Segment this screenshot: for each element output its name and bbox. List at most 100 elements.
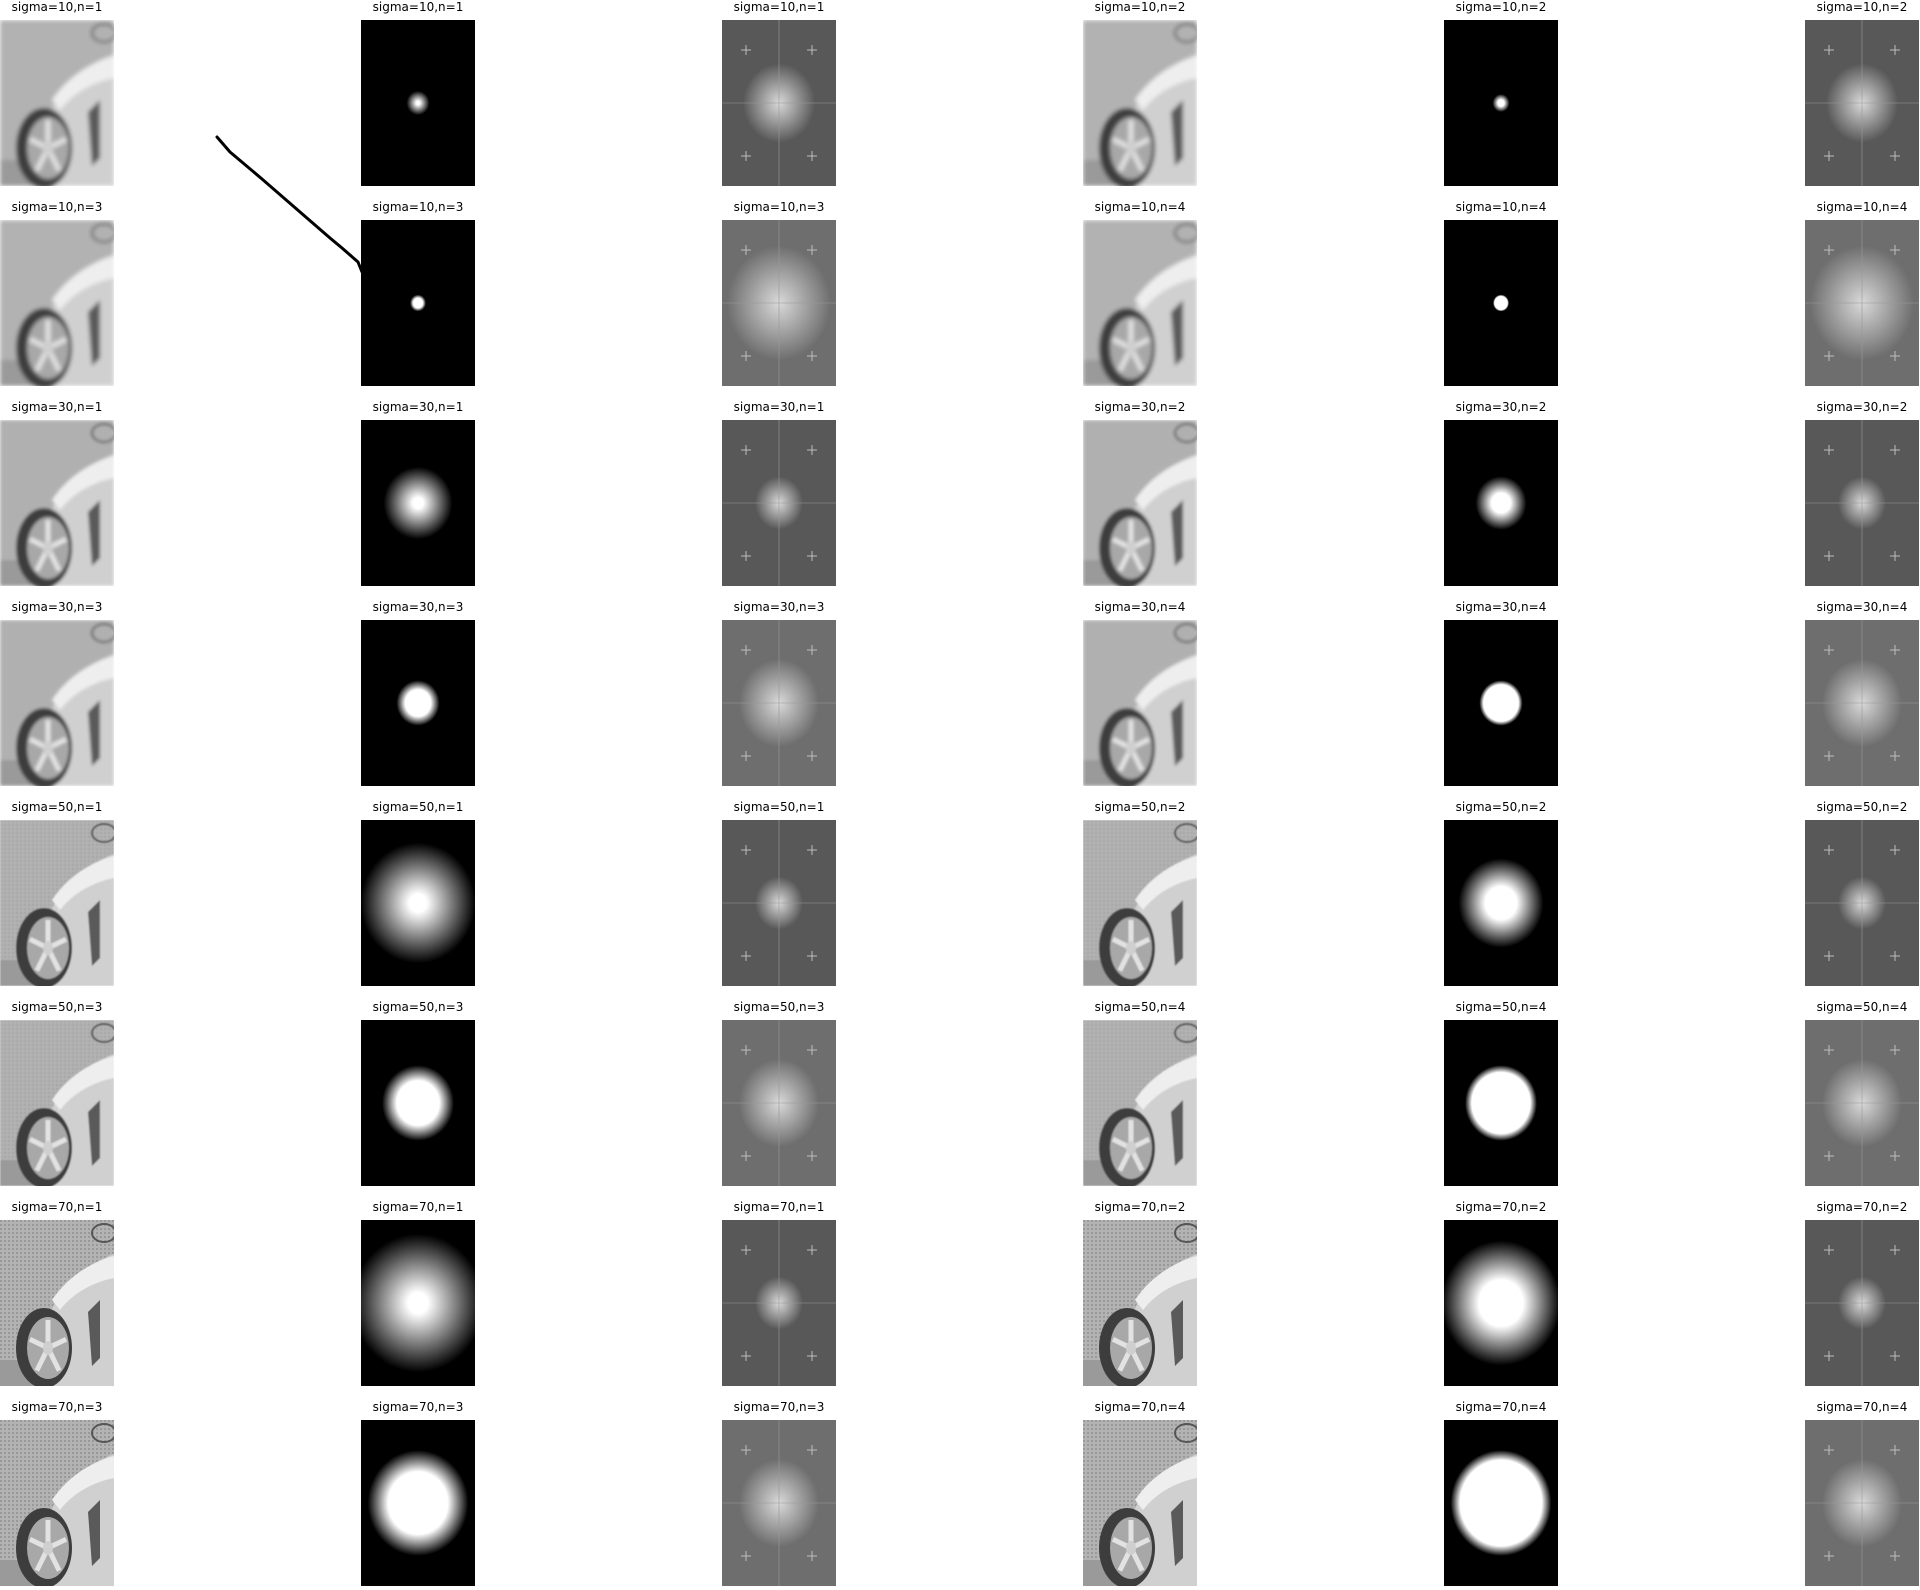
subplot-title: sigma=70,n=4 <box>1455 1400 1547 1414</box>
subplot-title: sigma=70,n=4 <box>1094 1400 1186 1414</box>
spectrum-panel <box>1805 420 1919 586</box>
filter-mask-graphic <box>1444 220 1558 386</box>
filtered-image-panel <box>1083 820 1197 986</box>
filter-mask-graphic <box>361 820 475 986</box>
filtered-image-graphic <box>1083 20 1197 186</box>
subplot-title: sigma=50,n=3 <box>372 1000 464 1014</box>
subplot-filter-mask: sigma=50,n=1 <box>361 800 475 986</box>
filter-mask-graphic <box>1444 420 1558 586</box>
subplot-title: sigma=30,n=2 <box>1094 400 1186 414</box>
subplot-spectrum: sigma=50,n=3 <box>722 1000 836 1186</box>
subplot-filter-mask: sigma=50,n=2 <box>1444 800 1558 986</box>
filtered-image-graphic <box>1083 220 1197 386</box>
subplot-spectrum: sigma=10,n=2 <box>1805 0 1919 186</box>
subplot-filter-mask: sigma=30,n=3 <box>361 600 475 786</box>
spectrum-graphic <box>722 20 836 186</box>
subplot-filtered-image: sigma=50,n=2 <box>1083 800 1197 986</box>
subplot-title: sigma=30,n=4 <box>1455 600 1547 614</box>
subplot-spectrum: sigma=30,n=4 <box>1805 600 1919 786</box>
subplot-filter-mask: sigma=50,n=4 <box>1444 1000 1558 1186</box>
spectrum-graphic <box>1805 420 1919 586</box>
spectrum-graphic <box>722 1020 836 1186</box>
spectrum-graphic <box>722 1420 836 1586</box>
spectrum-graphic <box>1805 1020 1919 1186</box>
filter-mask-panel <box>361 620 475 786</box>
filtered-image-graphic <box>0 1220 114 1386</box>
filtered-image-panel <box>0 420 114 586</box>
subplot-filtered-image: sigma=50,n=4 <box>1083 1000 1197 1186</box>
spectrum-panel <box>1805 1420 1919 1586</box>
spectrum-panel <box>1805 620 1919 786</box>
subplot-title: sigma=10,n=2 <box>1094 0 1186 14</box>
filtered-image-graphic <box>0 20 114 186</box>
filter-mask-graphic <box>1444 1220 1558 1386</box>
filtered-image-panel <box>1083 20 1197 186</box>
filtered-image-panel <box>1083 620 1197 786</box>
subplot-title: sigma=50,n=1 <box>372 800 464 814</box>
filter-mask-graphic <box>1444 1020 1558 1186</box>
subplot-title: sigma=50,n=3 <box>11 1000 103 1014</box>
subplot-title: sigma=10,n=2 <box>1455 0 1547 14</box>
subplot-title: sigma=70,n=3 <box>11 1400 103 1414</box>
subplot-filtered-image: sigma=30,n=2 <box>1083 400 1197 586</box>
subplot-filtered-image: sigma=70,n=2 <box>1083 1200 1197 1386</box>
subplot-filter-mask: sigma=10,n=2 <box>1444 0 1558 186</box>
spectrum-graphic <box>1805 620 1919 786</box>
filtered-image-graphic <box>0 820 114 986</box>
filtered-image-graphic <box>1083 1020 1197 1186</box>
subplot-spectrum: sigma=50,n=4 <box>1805 1000 1919 1186</box>
subplot-title: sigma=50,n=2 <box>1816 800 1908 814</box>
subplot-spectrum: sigma=30,n=1 <box>722 400 836 586</box>
filter-mask-graphic <box>1444 1420 1558 1586</box>
subplot-title: sigma=10,n=3 <box>372 200 464 214</box>
subplot-title: sigma=70,n=2 <box>1455 1200 1547 1214</box>
subplot-filter-mask: sigma=70,n=1 <box>361 1200 475 1386</box>
spectrum-graphic <box>1805 20 1919 186</box>
filtered-image-panel <box>0 620 114 786</box>
filter-mask-panel <box>361 820 475 986</box>
subplot-title: sigma=70,n=1 <box>11 1200 103 1214</box>
spectrum-graphic <box>722 420 836 586</box>
filtered-image-graphic <box>1083 1420 1197 1586</box>
subplot-spectrum: sigma=70,n=4 <box>1805 1400 1919 1586</box>
subplot-title: sigma=30,n=3 <box>372 600 464 614</box>
filtered-image-graphic <box>0 1420 114 1586</box>
filter-mask-graphic <box>1444 820 1558 986</box>
subplot-title: sigma=30,n=1 <box>11 400 103 414</box>
subplot-title: sigma=30,n=2 <box>1455 400 1547 414</box>
subplot-title: sigma=10,n=1 <box>11 0 103 14</box>
subplot-filter-mask: sigma=30,n=1 <box>361 400 475 586</box>
subplot-filtered-image: sigma=70,n=1 <box>0 1200 114 1386</box>
filter-mask-graphic <box>1444 620 1558 786</box>
subplot-filtered-image: sigma=30,n=1 <box>0 400 114 586</box>
filter-mask-graphic <box>1444 20 1558 186</box>
filtered-image-graphic <box>1083 620 1197 786</box>
spectrum-panel <box>1805 1020 1919 1186</box>
subplot-spectrum: sigma=50,n=1 <box>722 800 836 986</box>
subplot-filter-mask: sigma=70,n=2 <box>1444 1200 1558 1386</box>
subplot-filter-mask: sigma=30,n=2 <box>1444 400 1558 586</box>
subplot-filter-mask: sigma=70,n=4 <box>1444 1400 1558 1586</box>
subplot-title: sigma=10,n=2 <box>1816 0 1908 14</box>
spectrum-graphic <box>1805 820 1919 986</box>
subplot-title: sigma=30,n=1 <box>733 400 825 414</box>
subplot-title: sigma=50,n=4 <box>1455 1000 1547 1014</box>
subplot-title: sigma=70,n=1 <box>733 1200 825 1214</box>
filter-mask-panel <box>361 1020 475 1186</box>
subplot-title: sigma=10,n=1 <box>733 0 825 14</box>
subplot-title: sigma=30,n=1 <box>372 400 464 414</box>
subplot-title: sigma=30,n=3 <box>733 600 825 614</box>
filtered-image-graphic <box>1083 1220 1197 1386</box>
subplot-title: sigma=70,n=2 <box>1816 1200 1908 1214</box>
subplot-title: sigma=70,n=2 <box>1094 1200 1186 1214</box>
subplot-title: sigma=70,n=3 <box>372 1400 464 1414</box>
subplot-filtered-image: sigma=10,n=1 <box>0 0 114 186</box>
subplot-filter-mask: sigma=10,n=1 <box>361 0 475 186</box>
filter-mask-panel <box>1444 420 1558 586</box>
subplot-title: sigma=30,n=4 <box>1094 600 1186 614</box>
spectrum-graphic <box>1805 1220 1919 1386</box>
filter-mask-panel <box>1444 220 1558 386</box>
subplot-filtered-image: sigma=70,n=3 <box>0 1400 114 1586</box>
filter-mask-graphic <box>361 1220 475 1386</box>
filtered-image-panel <box>0 1220 114 1386</box>
